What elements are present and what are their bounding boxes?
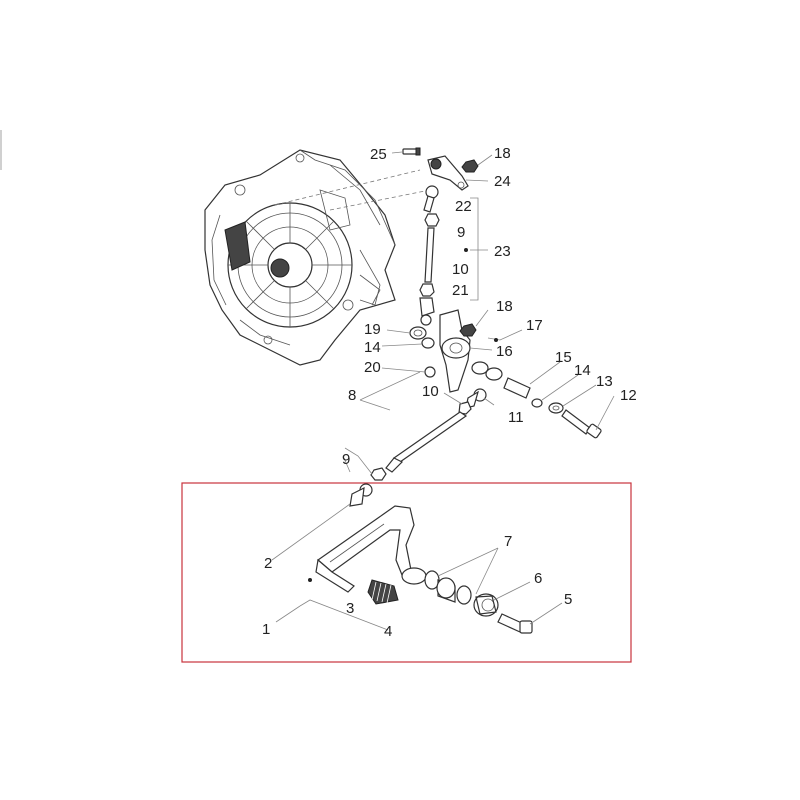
callout-24: 24 xyxy=(494,173,511,190)
part-5-bolt xyxy=(497,613,533,634)
part-3-rubber-grip xyxy=(367,579,399,605)
shift-linkage-upper xyxy=(402,147,479,326)
alignment-lines xyxy=(274,169,431,211)
part-23-rod-upper xyxy=(424,227,435,283)
callout-20: 20 xyxy=(364,359,381,376)
callout-8: 8 xyxy=(348,387,356,404)
part-21-ball-joint xyxy=(419,297,435,326)
part-18-nut-mid xyxy=(459,323,477,337)
part-9-nut-upper xyxy=(424,213,440,227)
part-10-nut-upper xyxy=(419,283,435,297)
part-13-washer xyxy=(548,402,564,414)
callout-11: 11 xyxy=(508,409,524,426)
part-25-screw xyxy=(402,147,421,156)
part-4-bush xyxy=(436,577,456,603)
callout-19: 19 xyxy=(364,321,381,338)
gearbox-housing xyxy=(204,149,396,366)
part-18-nut-top xyxy=(461,159,479,173)
callout-18-mid: 18 xyxy=(496,298,513,315)
callout-18-top: 18 xyxy=(494,145,511,162)
marker-dot xyxy=(464,248,468,252)
callout-16: 16 xyxy=(496,343,513,360)
gear-lever-assembly xyxy=(315,483,533,634)
part-6-spacer xyxy=(473,593,499,617)
part-7-o-rings xyxy=(424,570,472,605)
callout-17: 17 xyxy=(526,317,543,334)
leader-lines xyxy=(271,151,615,631)
callout-4: 4 xyxy=(384,623,392,640)
callout-3: 3 xyxy=(346,600,354,617)
callout-9-top: 9 xyxy=(457,224,465,241)
part-14-washer-right xyxy=(531,398,543,408)
callout-5: 5 xyxy=(564,591,572,608)
callout-13: 13 xyxy=(596,373,613,390)
part-10-nut-lower xyxy=(458,401,472,415)
callout-14-right: 14 xyxy=(574,362,591,379)
marker-dot xyxy=(308,578,312,582)
callout-10-top: 10 xyxy=(452,261,469,278)
part-24-selector-lever xyxy=(427,155,469,191)
callout-labels: 25 18 24 22 9 23 10 21 18 17 19 14 16 15… xyxy=(262,145,637,640)
callout-7: 7 xyxy=(504,533,512,550)
part-1-gear-lever xyxy=(315,505,427,593)
part-9-nut-lower xyxy=(370,467,387,481)
callout-25: 25 xyxy=(370,146,387,163)
part-20-nut xyxy=(424,366,436,378)
part-19-bush xyxy=(409,326,427,340)
callout-10-mid: 10 xyxy=(422,383,439,400)
part-8-rod xyxy=(385,411,468,473)
callout-2: 2 xyxy=(264,555,272,572)
part-14-washer-left xyxy=(421,337,435,349)
shift-shaft-mid xyxy=(370,309,602,481)
highlight-frame xyxy=(181,482,632,663)
part-22-ball-joint xyxy=(423,185,439,213)
part-12-bolt xyxy=(561,409,602,439)
callout-1: 1 xyxy=(262,621,270,638)
callout-23: 23 xyxy=(494,243,511,260)
edge-mark xyxy=(0,130,2,170)
callout-6: 6 xyxy=(534,570,542,587)
callout-15: 15 xyxy=(555,349,572,366)
callout-12: 12 xyxy=(620,387,637,404)
callout-14-left: 14 xyxy=(364,339,381,356)
callout-9-bottom: 9 xyxy=(342,451,350,468)
part-15-bushes xyxy=(471,361,531,399)
part-16-bracket xyxy=(439,309,471,393)
part-2-ball-joint xyxy=(349,483,373,507)
callout-22: 22 xyxy=(455,198,472,215)
callout-21: 21 xyxy=(452,282,469,299)
marker-dot xyxy=(494,338,498,342)
